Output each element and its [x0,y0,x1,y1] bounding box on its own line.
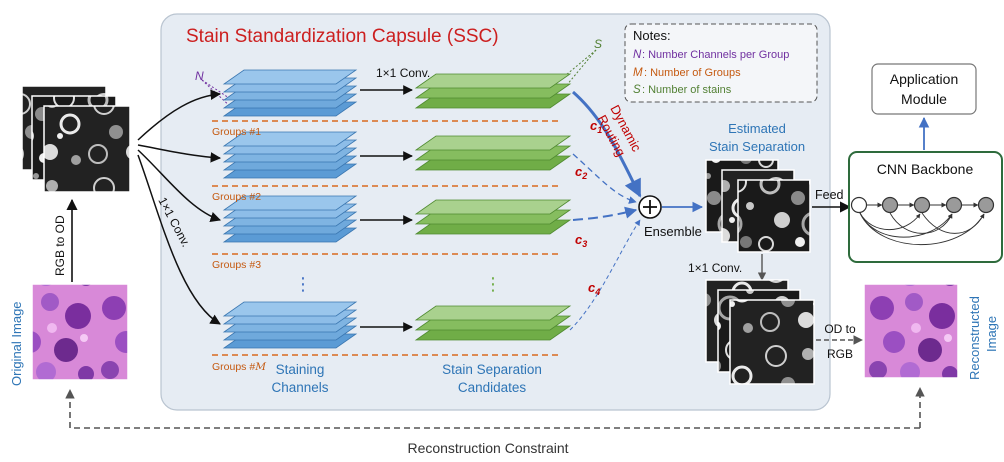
s-marker: S [594,37,602,51]
blue-stack-1 [222,69,358,117]
candidates-label-1: Stain Separation [442,362,542,377]
notes-box: Notes: N : Number Channels per Group M :… [624,23,818,103]
staining-channels-label-1: Staining [276,362,325,377]
coefficient-3: c3 [575,232,587,249]
reconstruction-constraint-left-arrow [65,389,920,429]
cnn-backbone-box: CNN Backbone [848,151,1003,263]
group-label-3: Groups #3 [212,259,261,271]
green-stack-3 [414,199,572,235]
group-label-1: Groups #1 [212,126,261,138]
conv-top-label: 1×1 Conv. [376,66,430,80]
coefficient-2: c2 [575,164,587,181]
n-marker: N [195,69,204,83]
route-arrow-1 [572,90,642,198]
cnn-nodes [850,196,995,246]
reconstruction-constraint-label: Reconstruction Constraint [407,440,568,456]
application-module-label-2: Module [901,91,947,107]
reconstructed-label-1: Reconstructed [967,296,982,380]
blue-stack-3 [222,195,358,243]
notes-n-text: : Number Channels per Group [642,49,789,61]
rgb-to-od-label: RGB to OD [53,215,67,276]
candidates-label-2: Candidates [458,380,527,395]
ensemble-node [638,195,662,219]
coefficient-4: c4 [588,280,600,297]
application-module-label-1: Application [890,71,959,87]
notes-heading: Notes: [633,28,671,43]
ssc-title: Stain Standardization Capsule (SSC) [186,26,499,47]
ensemble-label: Ensemble [644,224,702,239]
route-arrow-3 [572,206,638,221]
feed-label: Feed [815,188,844,202]
notes-m-symbol: M [633,67,643,79]
notes-s-symbol: S [633,84,641,96]
group-label-m: Groups #M [212,361,266,373]
conv-bottom-label: 1×1 Conv. [688,261,742,275]
estimated-label-1: Estimated [728,121,786,136]
od-to-rgb-label-2: RGB [827,347,853,361]
reconstructed-label-2: Image [984,316,999,352]
group-label-2: Groups #2 [212,191,261,203]
blue-stack-2 [222,131,358,179]
notes-m-text: : Number of Groups [644,67,741,79]
fanout-arrow-2 [137,144,222,163]
coefficient-1: c1 [590,118,602,135]
reconstructed-od-stack [705,279,815,385]
original-image-label: Original Image [9,301,24,386]
green-stack-1 [414,73,572,109]
route-arrow-4 [569,219,641,331]
candidate-stacks [414,73,572,341]
green-stack-2 [414,135,572,171]
green-stack-m [414,305,572,341]
reconstructed-image [863,283,959,379]
cnn-backbone-label: CNN Backbone [877,161,974,177]
application-module-box: Application Module [871,63,977,115]
estimated-stain-stack [705,159,811,253]
estimated-label-2: Stain Separation [709,139,805,154]
notes-s-text: : Number of stains [642,84,732,96]
vdots-blue: ⋮ [294,274,312,294]
vdots-green: ⋮ [484,274,502,294]
blue-stack-m [222,301,358,349]
fanout-arrow-3 [137,149,221,222]
staining-channels-label-2: Channels [271,380,328,395]
fanout-arrow-1 [137,89,222,141]
original-image [31,283,129,381]
fanout-arrow-m [137,154,221,325]
notes-n-symbol: N [633,49,642,61]
staining-channels-stacks [222,69,358,349]
route-arrow-2 [572,153,637,204]
input-od-stack [21,85,131,193]
od-to-rgb-label-1: OD to [824,322,856,336]
